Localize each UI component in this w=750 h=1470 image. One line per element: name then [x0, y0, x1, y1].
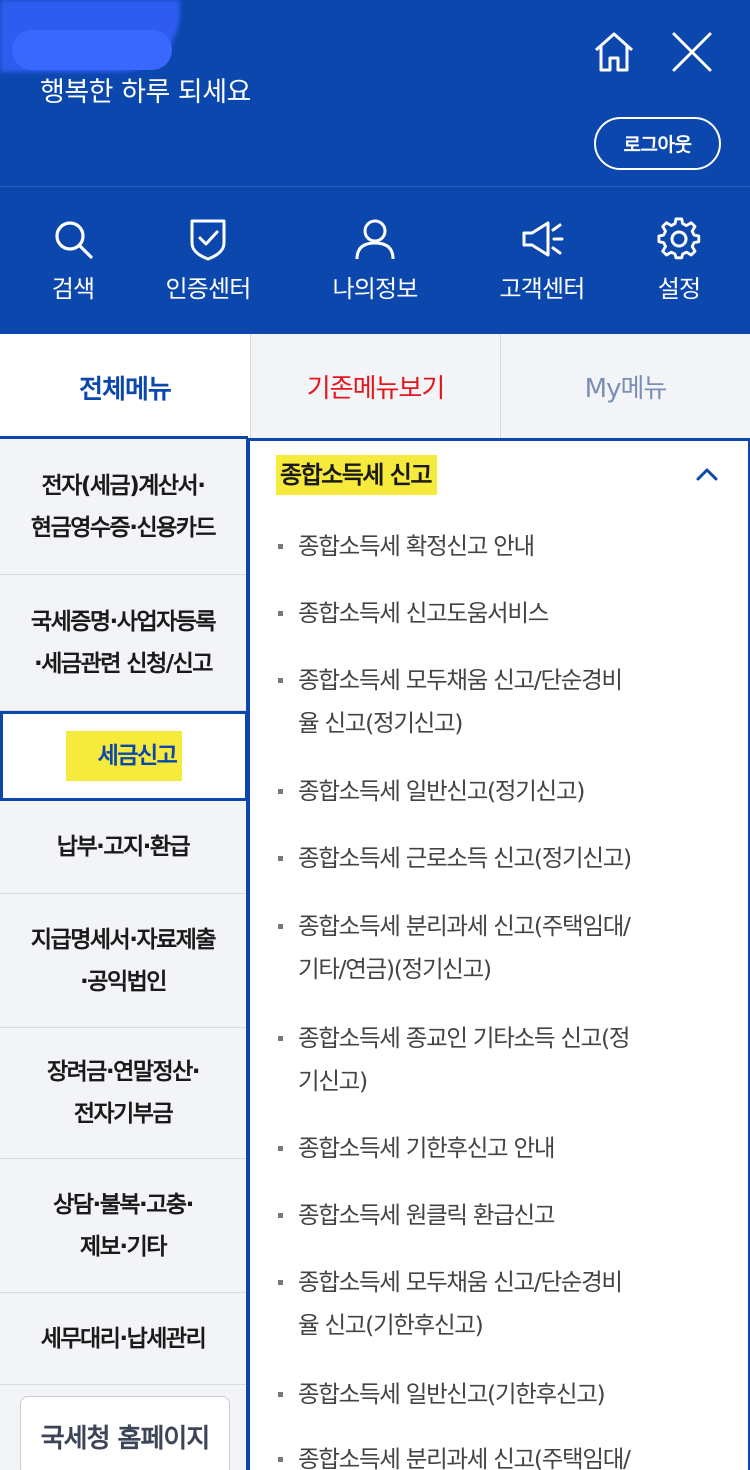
- left-category-menu: 전자(세금)계산서· 현금영수증·신용카드 국세증명·사업자등록 ·세금관련 신…: [0, 436, 248, 1470]
- submenu-item[interactable]: 종합소득세 분리과세 신고(주택임대/ 기타/연금)(정기신고): [278, 905, 718, 991]
- submenu-item[interactable]: 종합소득세 모두채움 신고/단순경비 율 신고(기한후신고): [278, 1261, 718, 1347]
- tab-all-menu[interactable]: 전체메뉴: [0, 334, 250, 440]
- bullet-icon: [278, 544, 283, 549]
- quick-menu: 검색 인증센터 나의정보 고객센터 설정: [0, 186, 750, 334]
- quick-item-search[interactable]: 검색: [8, 217, 138, 317]
- category-item-tax-agent[interactable]: 세무대리·납세관리: [0, 1293, 246, 1385]
- megaphone-icon: [522, 221, 564, 257]
- bullet-icon: [278, 856, 283, 861]
- quick-item-label: 나의정보: [332, 275, 418, 303]
- category-item-certificate[interactable]: 국세증명·사업자등록 ·세금관련 신청/신고: [0, 575, 246, 711]
- greeting-text: 행복한 하루 되세요: [40, 77, 251, 108]
- section-title-label: 종합소득세 신고: [276, 455, 437, 495]
- submenu-item[interactable]: 종합소득세 일반신고(기한후신고): [278, 1373, 718, 1416]
- logout-button[interactable]: 로그아웃: [594, 117, 721, 170]
- submenu-panel: 종합소득세 신고 종합소득세 확정신고 안내 종합소득세 신고도움서비스 종합소…: [248, 438, 750, 1470]
- bullet-icon: [278, 1146, 283, 1151]
- quick-item-label: 검색: [51, 275, 95, 303]
- bullet-icon: [278, 1280, 283, 1285]
- submenu-item[interactable]: 종합소득세 신고도움서비스: [278, 592, 718, 635]
- submenu-item[interactable]: 종합소득세 기한후신고 안내: [278, 1127, 718, 1170]
- category-item-label: 세금신고: [65, 731, 183, 781]
- quick-item-label: 설정: [657, 275, 701, 303]
- bullet-icon: [278, 678, 283, 683]
- quick-item-label: 고객센터: [499, 275, 585, 303]
- section-title[interactable]: 종합소득세 신고: [276, 455, 437, 495]
- bullet-icon: [278, 1036, 283, 1041]
- submenu-item[interactable]: 종합소득세 일반신고(정기신고): [278, 770, 718, 813]
- home-icon[interactable]: [590, 28, 638, 76]
- quick-item-my-info[interactable]: 나의정보: [310, 217, 440, 317]
- category-item-incentive[interactable]: 장려금·연말정산· 전자기부금: [0, 1028, 246, 1159]
- quick-item-label: 인증센터: [165, 275, 251, 303]
- header: 행복한 하루 되세요 로그아웃: [0, 0, 750, 186]
- tab-my-menu[interactable]: My메뉴: [500, 334, 750, 440]
- bullet-icon: [278, 1213, 283, 1218]
- bullet-icon: [278, 789, 283, 794]
- submenu-item[interactable]: 종합소득세 종교인 기타소득 신고(정 기신고): [278, 1017, 718, 1103]
- user-icon: [355, 219, 395, 260]
- gear-icon: [657, 217, 701, 260]
- submenu-item[interactable]: 종합소득세 확정신고 안내: [278, 525, 718, 568]
- menu-tabs: 전체메뉴 기존메뉴보기 My메뉴: [0, 334, 750, 440]
- category-item-consultation[interactable]: 상담·불복·고충· 제보·기타: [0, 1159, 246, 1293]
- category-item-tax-filing[interactable]: 세금신고: [0, 711, 248, 801]
- submenu-item[interactable]: 종합소득세 분리과세 신고(주택임대/: [278, 1438, 718, 1470]
- category-item-invoice[interactable]: 전자(세금)계산서· 현금영수증·신용카드: [0, 439, 246, 575]
- shield-check-icon: [190, 219, 226, 261]
- category-item-statements[interactable]: 지급명세서·자료제출 ·공익법인: [0, 894, 246, 1028]
- quick-item-settings[interactable]: 설정: [614, 217, 744, 317]
- close-icon[interactable]: [668, 28, 716, 76]
- quick-item-certification[interactable]: 인증센터: [143, 217, 273, 317]
- bullet-icon: [278, 1457, 283, 1462]
- search-icon: [55, 221, 93, 259]
- submenu-item[interactable]: 종합소득세 원클릭 환급신고: [278, 1194, 718, 1237]
- bullet-icon: [278, 1392, 283, 1397]
- bullet-icon: [278, 924, 283, 929]
- tab-old-menu[interactable]: 기존메뉴보기: [250, 334, 500, 440]
- chevron-up-icon[interactable]: [694, 461, 720, 487]
- category-item-payment[interactable]: 납부·고지·환급: [0, 801, 246, 894]
- nts-homepage-button[interactable]: 국세청 홈페이지: [20, 1396, 230, 1470]
- quick-item-customer-center[interactable]: 고객센터: [477, 217, 607, 317]
- redacted-username-blob: [12, 30, 172, 70]
- submenu-item[interactable]: 종합소득세 모두채움 신고/단순경비 율 신고(정기신고): [278, 659, 718, 745]
- submenu-item[interactable]: 종합소득세 근로소득 신고(정기신고): [278, 837, 718, 880]
- bullet-icon: [278, 611, 283, 616]
